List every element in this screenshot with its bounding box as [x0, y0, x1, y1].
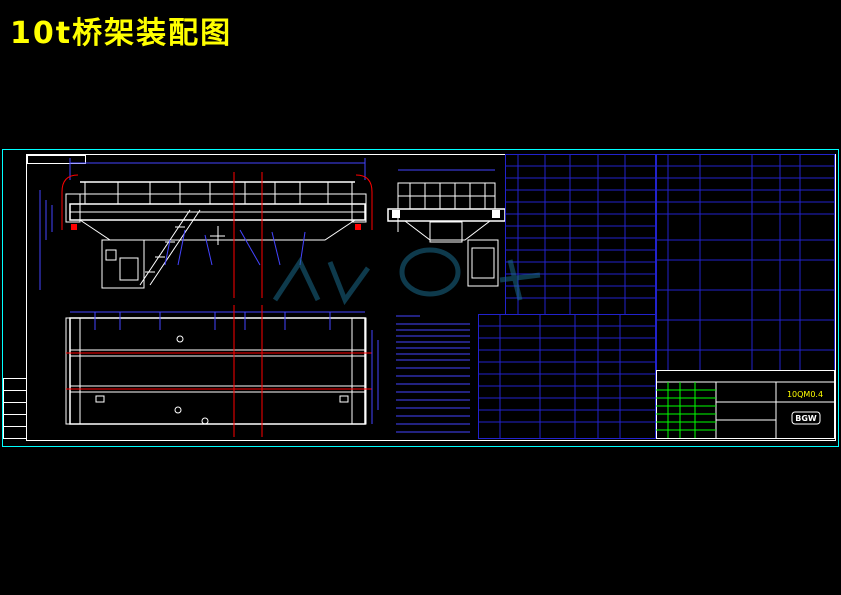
title-block [656, 370, 835, 439]
parts-list-right [656, 154, 835, 371]
watermark-logo [272, 247, 541, 306]
drawing-code-box [27, 155, 86, 164]
plan-view [65, 305, 379, 437]
side-elevation [387, 169, 506, 287]
left-margin-boxes [3, 378, 27, 439]
front-elevation [39, 158, 373, 298]
company-logo: BGW [795, 414, 817, 423]
sheet-outer-border [2, 149, 839, 447]
technical-notes [396, 315, 470, 433]
drawing-number: 10QM0.4 [787, 390, 823, 399]
parts-list-upper [505, 154, 656, 315]
sheet-inner-border [26, 154, 836, 441]
drawing-title: 10t桥架装配图 [10, 16, 233, 51]
parts-list-lower [478, 314, 656, 439]
